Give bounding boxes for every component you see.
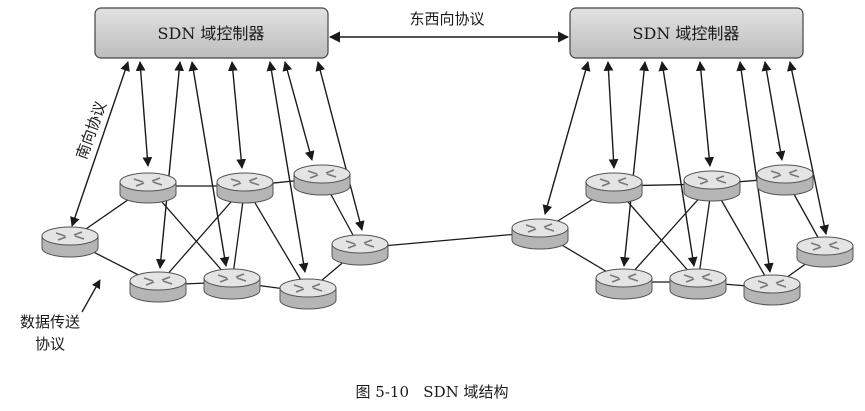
routers-right (511, 164, 854, 306)
controller-left-label: SDN 域控制器 (158, 24, 265, 43)
router-icon (683, 170, 741, 202)
data-protocol-label-1: 数据传送 (20, 313, 80, 331)
router-icon (293, 164, 351, 196)
router-icon (203, 268, 261, 300)
router-icon (41, 226, 99, 258)
router-icon (743, 274, 801, 306)
router-icon (585, 172, 643, 204)
router-icon (279, 278, 337, 310)
data-protocol-label-2: 协议 (35, 335, 65, 353)
controller-right: SDN 域控制器 (569, 7, 804, 59)
east-west-label: 东西向协议 (409, 10, 484, 28)
router-icon (216, 172, 274, 204)
router-icon (756, 164, 814, 196)
southbound-arrows-left (70, 61, 365, 273)
controller-right-label: SDN 域控制器 (633, 24, 740, 43)
data-protocol-pointer (81, 279, 101, 313)
controller-left: SDN 域控制器 (94, 7, 329, 59)
router-icon (331, 234, 389, 266)
router-icon (669, 268, 727, 300)
router-icon (595, 268, 653, 300)
router-icon (129, 271, 187, 303)
figure-caption: 图 5-10 SDN 域结构 (356, 383, 509, 401)
southbound-arrows-right (542, 61, 829, 273)
router-icon (119, 172, 177, 204)
router-icon (511, 218, 569, 250)
router-icon (796, 236, 854, 268)
